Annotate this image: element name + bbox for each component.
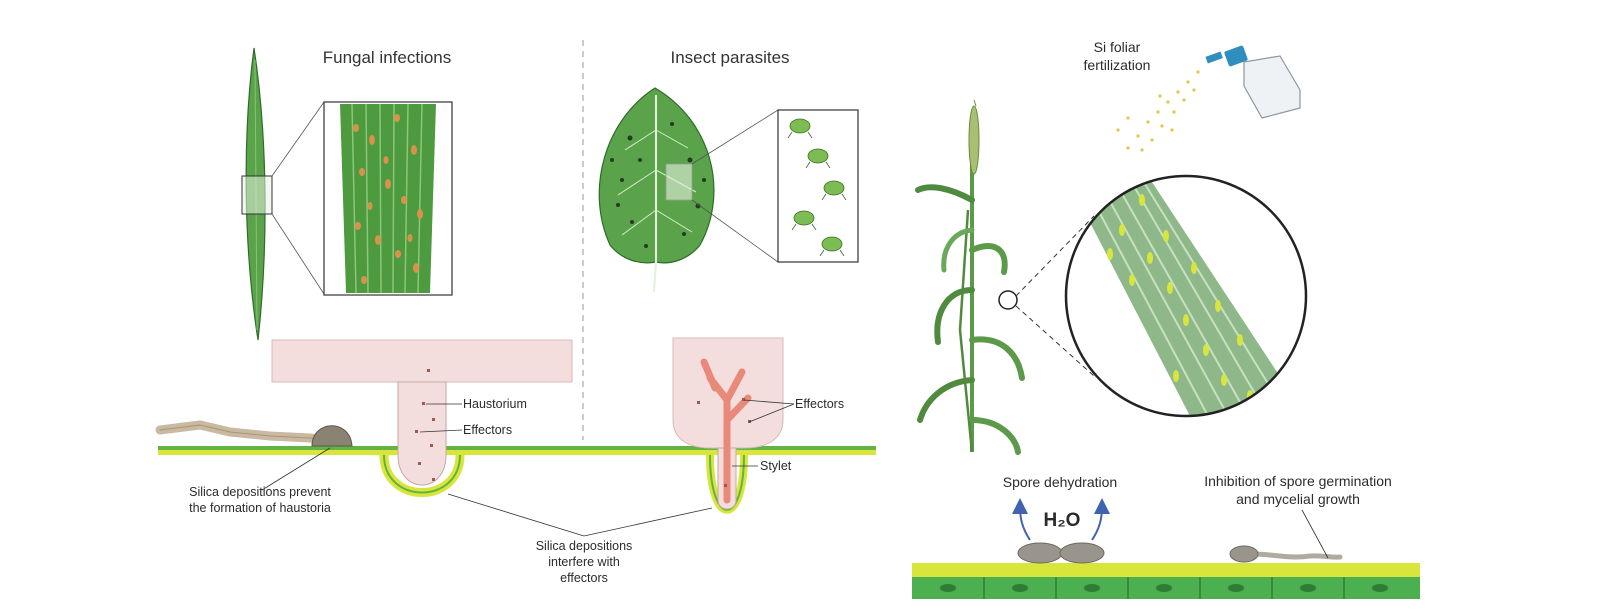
haustorium-label: Haustorium [463, 397, 527, 411]
aphid-inset [777, 109, 859, 263]
spray-label-2: fertilization [1084, 57, 1151, 73]
fungal-zoom-inset [323, 101, 453, 296]
inhibited-germination [1229, 509, 1343, 563]
interfere-label-3: effectors [560, 571, 608, 585]
spray-mist [1116, 70, 1200, 152]
water-label: H₂O [1044, 510, 1081, 531]
insect-title: Insect parasites [670, 48, 789, 67]
zoom-line-1 [1015, 215, 1095, 297]
fungal-host-cell [271, 339, 573, 497]
leaf-cells [912, 563, 1420, 599]
wheat-plant [915, 99, 1025, 455]
silica-layer-left [158, 450, 876, 455]
insect-mouthpart [672, 337, 795, 514]
dehydrated-spores [1012, 498, 1110, 564]
spray-bottle [1205, 45, 1301, 119]
dehydration-label: Spore dehydration [1003, 474, 1117, 490]
fungal-effectors-label: Effectors [463, 423, 512, 437]
prevent-label-2: the formation of haustoria [189, 501, 331, 515]
interfere-pointer-1 [447, 493, 585, 537]
prevent-pointer [261, 447, 331, 491]
grass-leaf [241, 47, 325, 341]
magnified-leaf-circle [1064, 174, 1308, 418]
inhibition-label-2: and mycelial growth [1236, 491, 1360, 507]
fungal-title: Fungal infections [323, 48, 452, 67]
interfere-pointer-2 [583, 507, 713, 537]
spray-label-1: Si foliar [1094, 39, 1141, 55]
infested-leaf [598, 87, 779, 293]
stylet-label: Stylet [760, 459, 792, 473]
interfere-label-1: Silica depositions [536, 539, 633, 553]
prevent-label-1: Silica depositions prevent [189, 485, 331, 499]
inhibition-label-1: Inhibition of spore germination [1204, 473, 1392, 489]
interfere-label-2: interfere with [548, 555, 620, 569]
fungal-hypha [155, 420, 353, 447]
rust-pustules [353, 114, 423, 284]
epidermis-left [158, 446, 876, 450]
insect-effectors-label: Effectors [795, 397, 844, 411]
zoom-point [998, 290, 1018, 310]
